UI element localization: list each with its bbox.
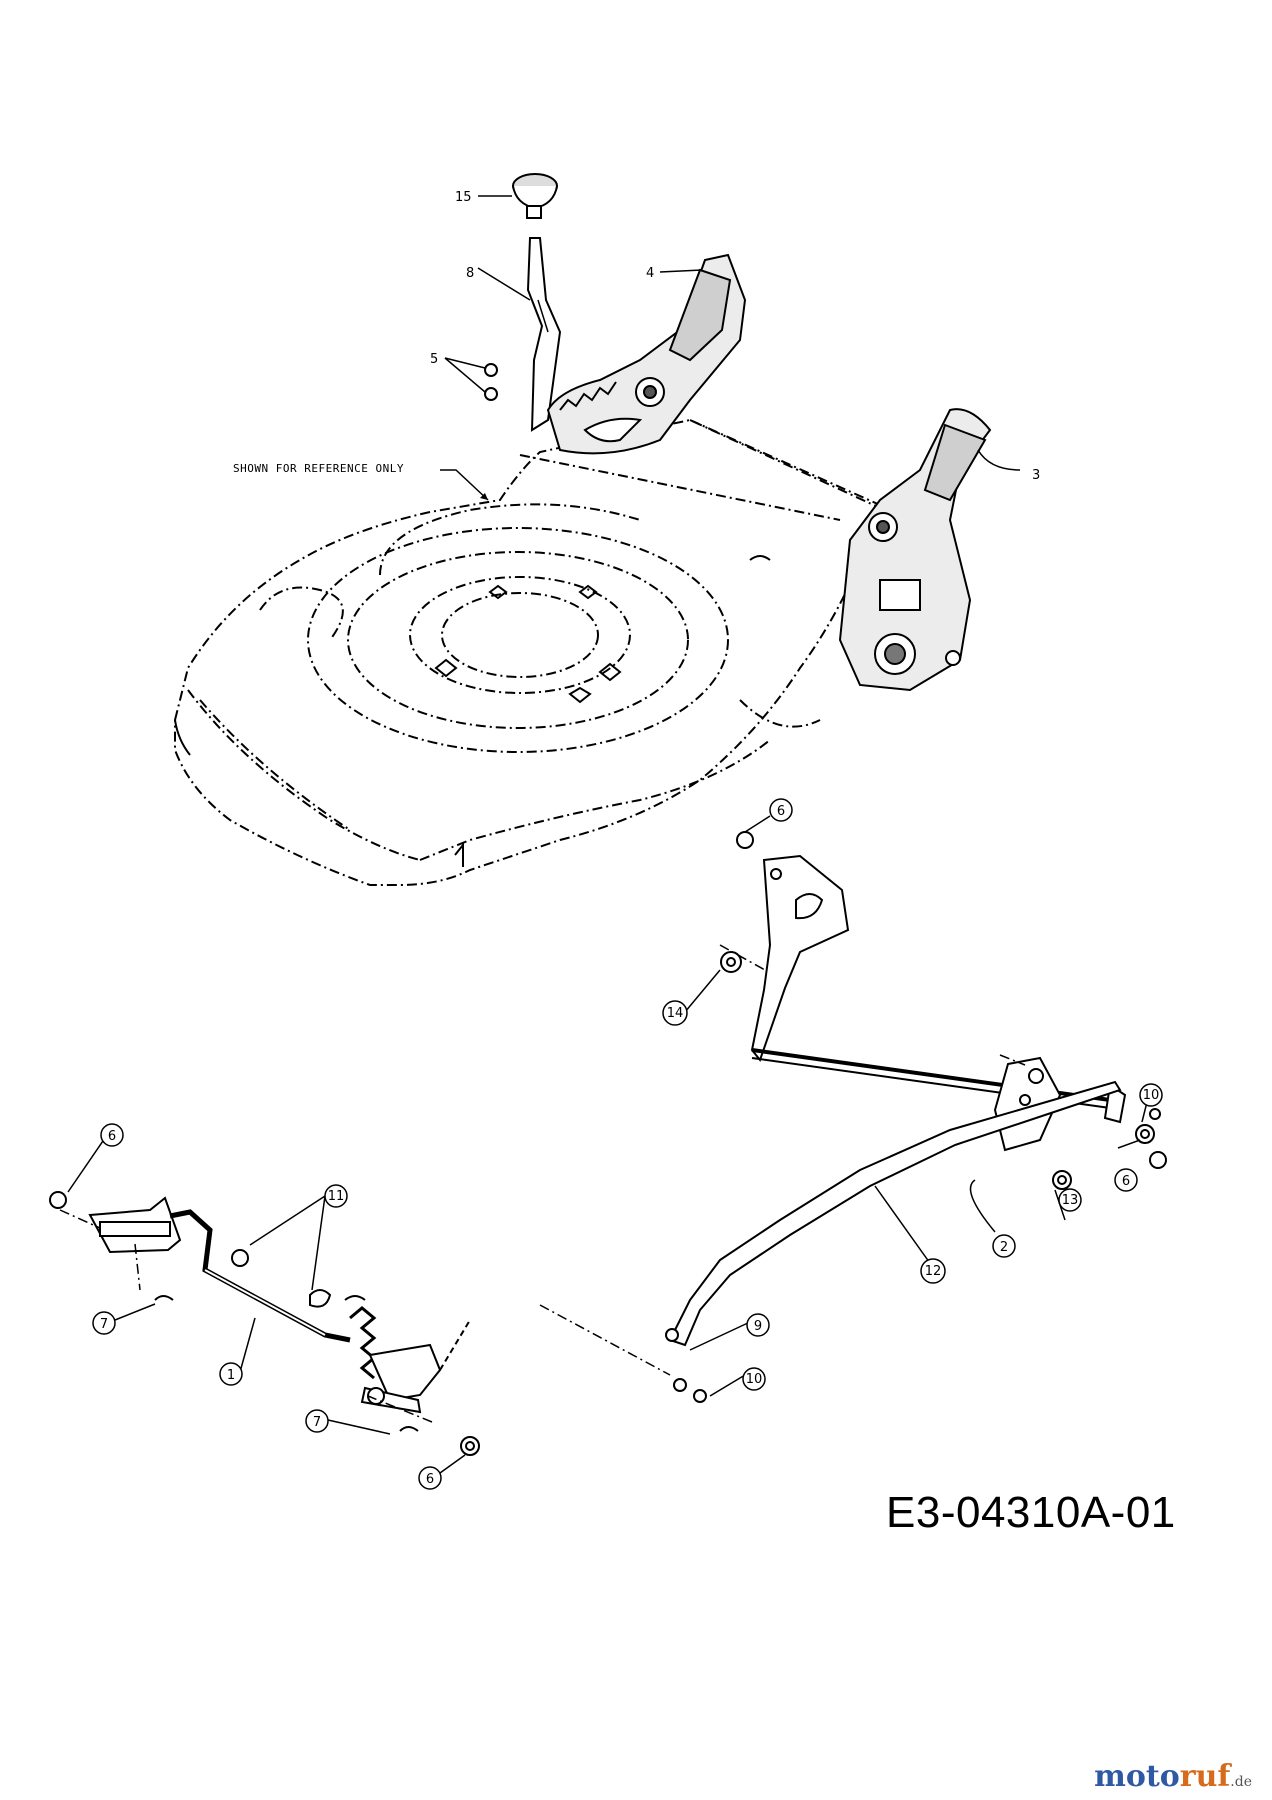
assembly-axis-lines <box>59 944 1026 1423</box>
mower-deck <box>174 418 882 886</box>
svg-text:10: 10 <box>1143 1088 1160 1103</box>
callout-bubble-10b: 10 <box>742 1367 766 1391</box>
svg-text:11: 11 <box>328 1189 345 1204</box>
callout-bubble-12: 12 <box>920 1258 946 1284</box>
svg-text:7: 7 <box>313 1415 321 1430</box>
callout-bubble-11: 11 <box>324 1184 348 1208</box>
svg-text:10: 10 <box>746 1372 763 1387</box>
reference-note: SHOWN FOR REFERENCE ONLY <box>233 462 404 475</box>
nuts-5 <box>484 363 498 401</box>
drawing-code: E3-04310A-01 <box>886 1488 1176 1537</box>
callouts: 15 8 4 5 3 6 14 10 13 6 2 1 <box>92 190 1163 1490</box>
svg-text:2: 2 <box>1000 1240 1008 1255</box>
svg-text:1: 1 <box>227 1368 235 1383</box>
watermark-suffix: .de <box>1230 1774 1252 1790</box>
callout-8: 8 <box>466 266 474 281</box>
svg-text:9: 9 <box>754 1319 762 1334</box>
callout-bubble-6d: 6 <box>418 1466 442 1490</box>
svg-text:6: 6 <box>1122 1174 1130 1189</box>
knob-15 <box>512 173 558 219</box>
callout-5: 5 <box>430 352 438 367</box>
svg-text:6: 6 <box>777 804 785 819</box>
callout-bubble-2: 2 <box>992 1234 1016 1258</box>
callout-bubble-10a: 10 <box>1139 1083 1163 1107</box>
svg-text:12: 12 <box>925 1264 942 1279</box>
svg-text:6: 6 <box>426 1472 434 1487</box>
callout-bubble-14: 14 <box>662 1000 688 1026</box>
svg-text:6: 6 <box>108 1129 116 1144</box>
watermark-part-b: ruf <box>1179 1759 1231 1794</box>
callout-bubble-13: 13 <box>1058 1188 1082 1212</box>
callout-3: 3 <box>1032 468 1040 483</box>
svg-text:14: 14 <box>667 1006 684 1021</box>
callout-bubble-7a: 7 <box>92 1311 116 1335</box>
watermark-part-a: moto <box>1094 1759 1180 1794</box>
callout-bubble-6b: 6 <box>1114 1168 1138 1192</box>
lower-left-assembly <box>88 1196 471 1414</box>
callout-bubble-6a: 6 <box>769 798 793 822</box>
height-lever-8 <box>526 237 562 432</box>
callout-bubble-7b: 7 <box>305 1409 329 1433</box>
callout-bubble-1: 1 <box>219 1362 243 1386</box>
callout-4: 4 <box>646 266 654 281</box>
callout-15: 15 <box>455 190 472 205</box>
svg-text:13: 13 <box>1062 1193 1079 1208</box>
callout-bubble-9: 9 <box>746 1313 770 1337</box>
height-bracket-3 <box>838 408 992 692</box>
lower-right-assembly <box>665 854 1127 1347</box>
reference-leader <box>440 469 489 501</box>
leader-lines <box>67 195 1149 1474</box>
callout-bubble-6c: 6 <box>100 1123 124 1147</box>
fasteners <box>49 831 1167 1456</box>
height-bracket-4 <box>546 253 747 455</box>
deck-detail-marks <box>174 555 771 867</box>
watermark-logo: motoruf.de <box>1094 1759 1252 1794</box>
svg-text:7: 7 <box>100 1317 108 1332</box>
